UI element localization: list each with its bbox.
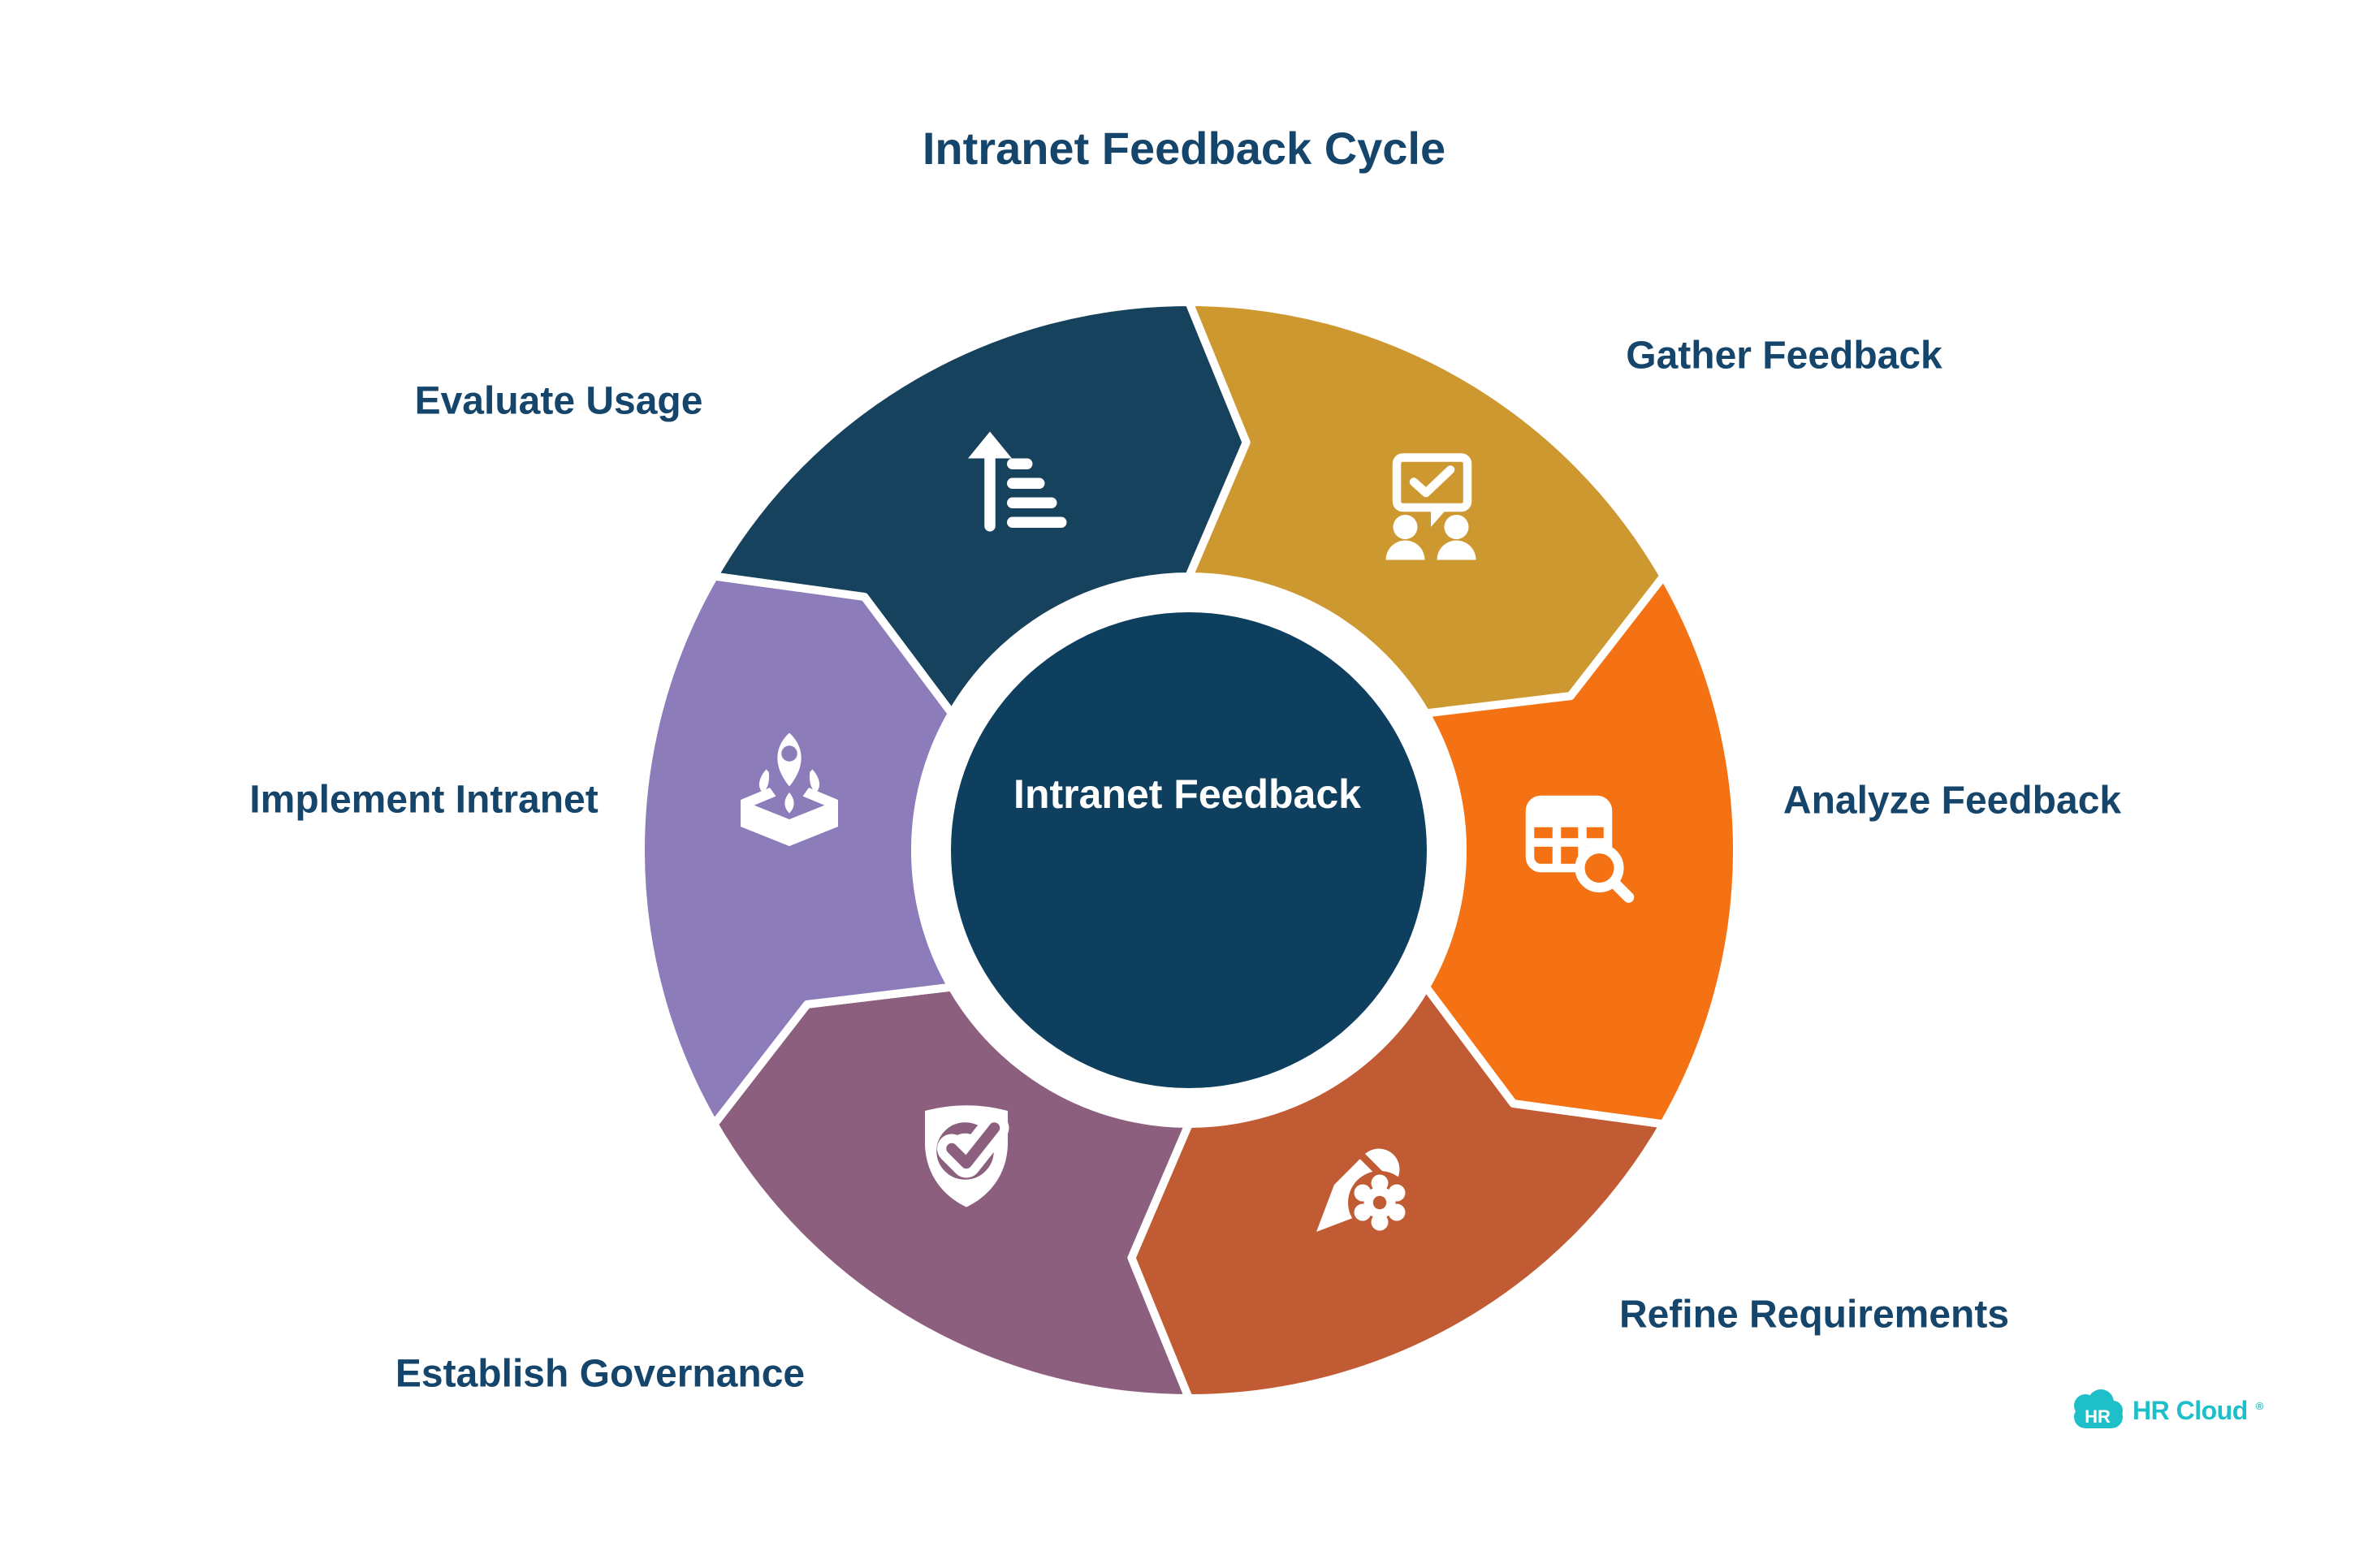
cloud-badge-icon: HR (2074, 1389, 2123, 1428)
page-title: Intranet Feedback Cycle (922, 123, 1446, 174)
hr-cloud-logo: HR HR Cloud ® (2071, 1389, 2263, 1432)
segment-implement-intranet (637, 572, 957, 1129)
segment-evaluate-usage (710, 298, 1251, 718)
segment-label-refine-requirements: Refine Requirements (1618, 1293, 2010, 1337)
segment-label-implement-intranet: Implement Intranet (249, 778, 598, 822)
pencil-gear-icon (1316, 1148, 1411, 1234)
segment-label-analyze-feedback: Analyze Feedback (1782, 779, 2122, 823)
center-hub-label: Intranet Feedback (1013, 771, 1361, 817)
brand-text: HR Cloud (2132, 1395, 2248, 1425)
sort-ascending-icon (968, 431, 1067, 532)
registered-mark: ® (2255, 1399, 2264, 1412)
center-hub (951, 612, 1427, 1088)
segment-label-gather-feedback: Gather Feedback (1626, 334, 1942, 378)
segment-label-evaluate-usage: Evaluate Usage (414, 379, 703, 423)
chat-check-people-icon (1385, 453, 1476, 560)
table-magnifier-icon (1525, 795, 1635, 903)
cloud-badge-text: HR (2085, 1406, 2111, 1427)
rocket-launch-box-icon (741, 732, 838, 846)
shield-check-icon (925, 1105, 1009, 1207)
segment-label-establish-governance: Establish Governance (395, 1352, 806, 1396)
